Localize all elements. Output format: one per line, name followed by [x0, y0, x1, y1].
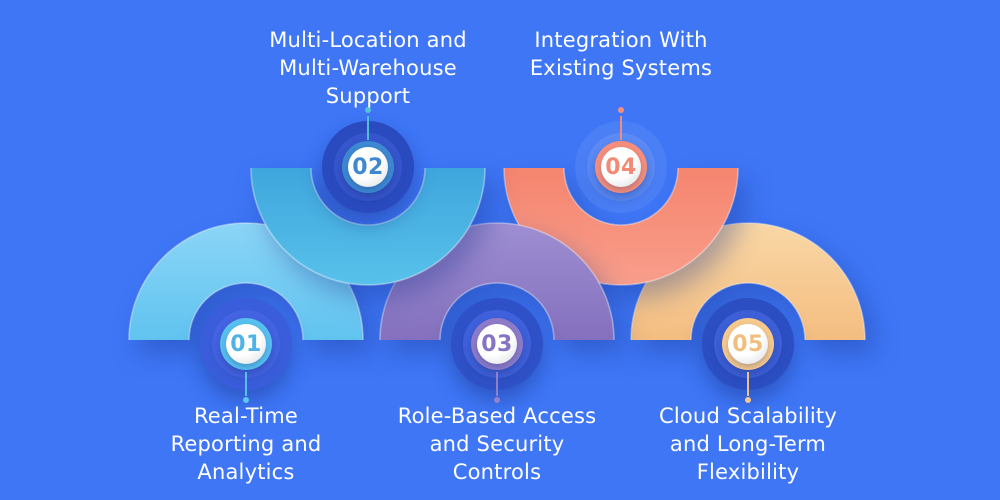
connector-line — [620, 116, 622, 140]
feature-label: Role-Based Access and Security Controls — [397, 404, 597, 484]
number-label: 01 — [230, 331, 262, 357]
feature-label: Cloud Scalability and Long-Term Flexibil… — [658, 404, 837, 484]
connector-line — [496, 372, 498, 396]
number-badge: 03 — [477, 324, 517, 364]
number-badge: 04 — [601, 147, 641, 187]
connector-dot — [494, 397, 500, 403]
number-badge: 05 — [728, 324, 768, 364]
number-label: 04 — [605, 154, 637, 180]
fan-arc-shape — [250, 167, 486, 286]
number-label: 02 — [352, 154, 384, 180]
number-badge: 01 — [226, 324, 266, 364]
connector-dot — [243, 397, 249, 403]
connector-dot — [365, 107, 371, 113]
number-label: 05 — [732, 331, 764, 357]
connector-dot — [745, 397, 751, 403]
feature-label: Multi-Location and Multi-Warehouse Suppo… — [269, 28, 467, 108]
connector-line — [747, 372, 749, 396]
connector-dot — [618, 107, 624, 113]
connector-line — [367, 116, 369, 140]
connector-line — [245, 372, 247, 396]
number-label: 03 — [481, 331, 513, 357]
number-badge: 02 — [348, 147, 388, 187]
feature-label: Integration With Existing Systems — [529, 28, 713, 80]
feature-label: Real-Time Reporting and Analytics — [170, 404, 322, 484]
